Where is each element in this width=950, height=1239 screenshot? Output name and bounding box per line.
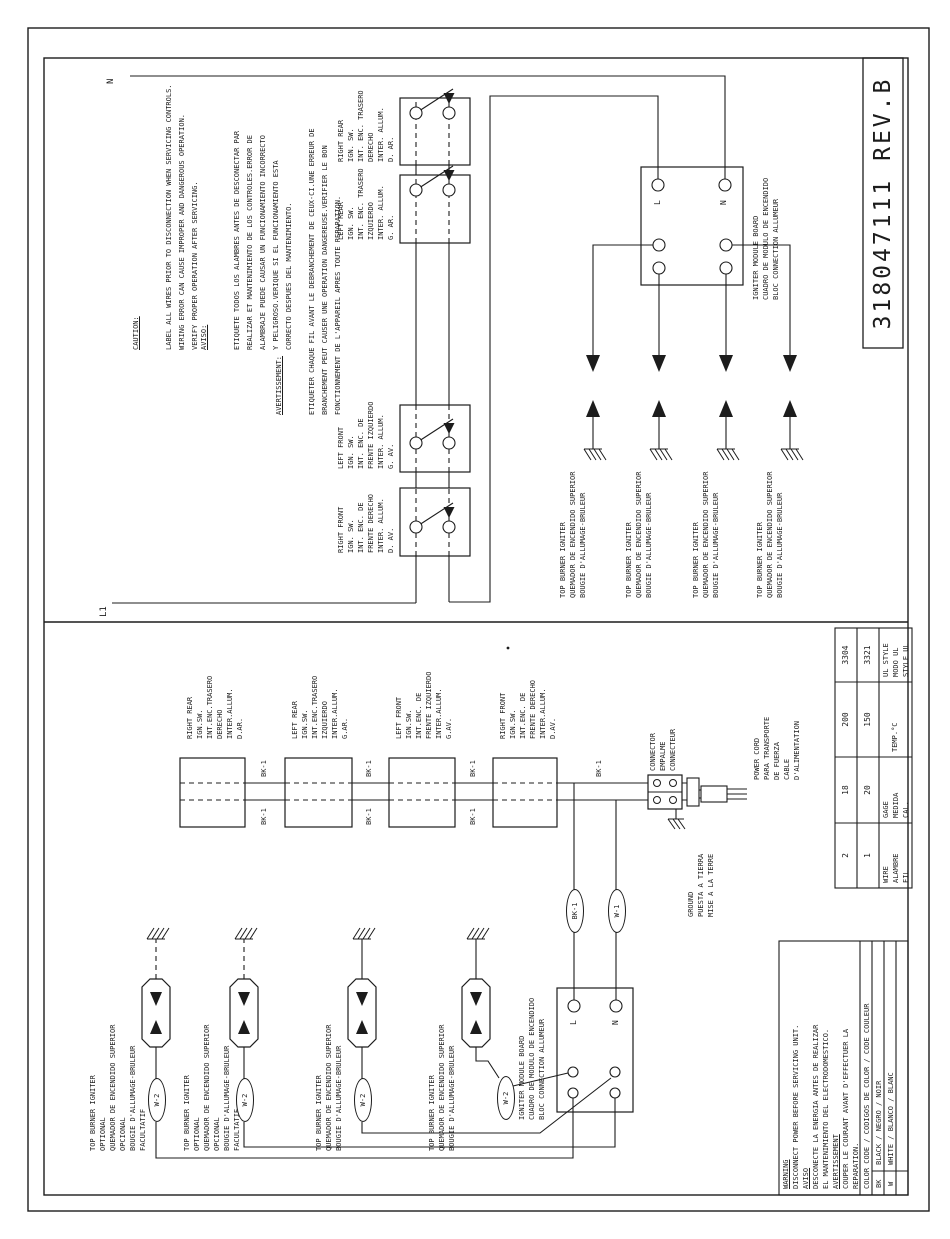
avertissement-title: AVERTISSEMENT: — [275, 355, 283, 415]
s2-terminal-n-label: N — [611, 1020, 620, 1025]
wire-table-cell: 3321 — [863, 645, 872, 665]
bk1-wire-label: BK-1 — [365, 808, 373, 825]
wire-table-cell: 2 — [841, 853, 850, 858]
wire-table-header: TEMP.°C — [891, 722, 899, 752]
wire-table-cell: 20 — [863, 785, 872, 795]
sheet1-module-board — [640, 166, 744, 286]
wire-gauge-table-grid — [834, 627, 913, 889]
sheet2-rails — [180, 782, 648, 801]
part-number: 318047111 REV.B — [870, 76, 896, 330]
bk1-wire-tag: BK-1 — [566, 889, 584, 933]
warning-box-grid — [778, 940, 909, 1196]
wire-table-cell: 150 — [863, 712, 872, 727]
wire-table-cell: 3304 — [841, 645, 850, 665]
wire-table-cell: 18 — [841, 785, 850, 795]
caution-title: CAUTION: — [132, 316, 140, 350]
color-code-bk: BK — [875, 1179, 883, 1188]
s1-terminal-l-label: L — [653, 200, 662, 205]
bk1-wire-label: BK-1 — [595, 760, 603, 777]
wire-table-cell: 1 — [863, 853, 872, 858]
sheet2-ground-symbols — [146, 927, 490, 940]
sheet2-connector — [647, 774, 747, 830]
sheet1-switch-symbols — [409, 88, 456, 534]
w2-wire-tag: W-2 — [148, 1078, 166, 1122]
w1-wire-tag: W-1 — [608, 889, 626, 933]
aviso-title: AVISO: — [200, 324, 208, 350]
sheet2-igniter-octagons — [141, 978, 491, 1048]
sheet2-module-board — [556, 987, 634, 1113]
bk1-wire-label: BK-1 — [260, 808, 268, 825]
w2-wire-tag: W-2 — [497, 1076, 515, 1120]
color-code-bk-names: BLACK / NEGRO / NOIR — [875, 1080, 883, 1165]
line-rail-label: L1 — [99, 606, 109, 617]
bk1-wire-label: BK-1 — [469, 808, 477, 825]
bk1-wire-label: BK-1 — [469, 760, 477, 777]
sheet1-ground-symbols — [583, 448, 804, 461]
w2-wire-tag: W-2 — [354, 1078, 372, 1122]
color-code-w-names: WHITE / BLANCO / BLANC — [887, 1072, 895, 1165]
wire-table-cell: 200 — [841, 712, 850, 727]
w2-wire-tag: W-2 — [236, 1078, 254, 1122]
part-number-box — [862, 57, 904, 349]
bk1-wire-label: BK-1 — [365, 760, 373, 777]
color-code-header: COLOR CODE / CODIGOS DE COLOR / CODE COU… — [863, 1003, 871, 1189]
sheet1-igniter-wires — [592, 244, 791, 449]
neutral-rail-label: N — [106, 78, 116, 84]
color-code-w: W — [887, 1181, 895, 1186]
s2-terminal-l-label: L — [569, 1020, 578, 1025]
s1-terminal-n-label: N — [719, 200, 728, 205]
bk1-wire-label: BK-1 — [260, 760, 268, 777]
drawing-borders — [27, 27, 930, 1212]
sheet1-switch-boxes — [399, 97, 471, 557]
sheet1-power-rails — [112, 75, 726, 604]
stray-dot — [506, 646, 510, 650]
sheet1-spark-gap-arrows — [586, 355, 797, 417]
sheet2-switch-boxes — [179, 757, 558, 828]
